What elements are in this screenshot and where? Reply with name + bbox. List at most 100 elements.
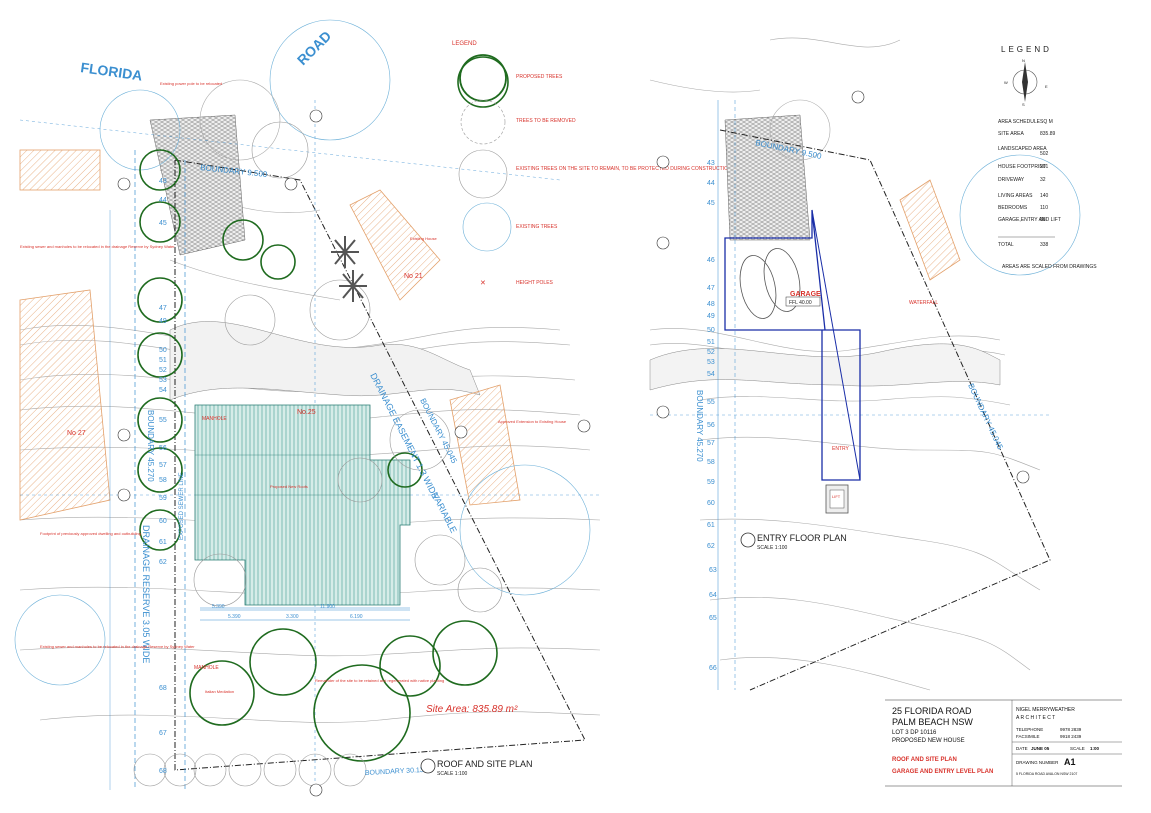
- svg-text:53: 53: [707, 359, 715, 366]
- svg-text:67: 67: [159, 730, 167, 737]
- entry-rock-band: [649, 343, 1001, 391]
- svg-text:55: 55: [707, 399, 715, 406]
- tb-fax: 9918 2439: [1060, 734, 1082, 739]
- svg-text:49: 49: [159, 318, 167, 325]
- svg-text:44: 44: [707, 180, 715, 187]
- neighbour-building-top-left: [19, 149, 101, 191]
- neighbour-house-no27: [19, 289, 111, 521]
- svg-text:43: 43: [707, 160, 715, 167]
- tb-scale-label: SCALE: [1070, 746, 1085, 751]
- drainage-reserve-label: DRAINAGE RESERVE 3.05 WIDE: [141, 525, 151, 663]
- manhole-label: MANHOLE: [202, 416, 227, 422]
- stone-driveway: [149, 114, 246, 256]
- svg-text:SITE AREA: SITE AREA: [998, 131, 1025, 137]
- svg-text:47: 47: [707, 285, 715, 292]
- svg-text:45: 45: [159, 220, 167, 227]
- area-note: AREAS ARE SCALED FROM DRAWINGS: [1002, 264, 1097, 270]
- svg-text:50: 50: [159, 347, 167, 354]
- garage-walls: [724, 209, 861, 481]
- svg-text:58: 58: [159, 477, 167, 484]
- variable-label: VARIABLE: [430, 491, 459, 534]
- svg-text:46: 46: [707, 257, 715, 264]
- sewer-note-bottom: Existing sewer and manholes to be reloca…: [40, 644, 195, 649]
- svg-text:61: 61: [159, 539, 167, 546]
- dim-3: 3.300: [286, 614, 299, 620]
- entry-plan-scale: SCALE 1:100: [757, 545, 788, 551]
- legend-height-pole-icon: ✕: [480, 280, 486, 287]
- tb-sheet-2: GARAGE AND ENTRY LEVEL PLAN: [892, 769, 993, 775]
- garage-level: FFL 40.00: [789, 300, 812, 306]
- svg-text:45: 45: [707, 200, 715, 207]
- svg-text:W: W: [1004, 80, 1008, 85]
- approved-ext-note: Approved Extension to Existing House: [498, 419, 567, 424]
- area-legend-title: LEGEND: [1001, 45, 1052, 54]
- section-markers: [117, 109, 591, 797]
- no27-label: No 27: [67, 430, 86, 437]
- svg-text:51: 51: [159, 357, 167, 364]
- no21-label: No 21: [404, 273, 423, 280]
- boundary-bottom-label: BOUNDARY 30.130: [365, 767, 428, 777]
- entry-neighbour-hatch: [899, 179, 961, 281]
- entry-boundary-left: BOUNDARY 45.270: [695, 390, 704, 462]
- svg-text:64: 64: [709, 592, 717, 599]
- svg-text:140: 140: [1040, 193, 1049, 199]
- svg-text:44: 44: [159, 197, 167, 204]
- tb-architect-1: NIGEL MERRYWEATHER: [1016, 707, 1075, 713]
- area-rows: SITE AREA 835.89 LANDSCAPED AREA 502 HOU…: [998, 131, 1061, 248]
- svg-text:62: 62: [159, 559, 167, 566]
- sewer-note-top: Existing sewer and manholes to be reloca…: [20, 244, 175, 249]
- svg-text:338: 338: [1040, 242, 1049, 248]
- svg-text:32: 32: [1040, 177, 1046, 183]
- svg-text:52: 52: [159, 367, 167, 374]
- tb-date: JUNE 05: [1031, 746, 1050, 751]
- svg-text:54: 54: [707, 371, 715, 378]
- street-florida: FLORIDA: [80, 59, 144, 84]
- tb-tel: 9978 2839: [1060, 727, 1082, 732]
- svg-text:54: 54: [159, 387, 167, 394]
- svg-text:55: 55: [159, 417, 167, 424]
- svg-text:49: 49: [707, 313, 715, 320]
- car-icons: [739, 248, 801, 319]
- svg-text:52: 52: [707, 349, 715, 356]
- svg-text:110: 110: [1040, 205, 1048, 211]
- tb-drawing: A1: [1064, 757, 1076, 767]
- neighbour-house-no21: [349, 189, 441, 301]
- svg-text:58: 58: [707, 459, 715, 466]
- boundary-left-label: BOUNDARY 45.270: [146, 410, 155, 482]
- tb-address-2: PALM BEACH NSW: [892, 717, 973, 727]
- svg-text:57: 57: [707, 440, 715, 447]
- legend-height-poles: HEIGHT POLES: [516, 280, 554, 286]
- tree-legend: LEGEND PROPOSED TREES TREES TO BE REMOVE…: [452, 41, 732, 287]
- svg-text:57: 57: [159, 462, 167, 469]
- svg-text:62: 62: [707, 543, 715, 550]
- legend-removed: TREES TO BE REMOVED: [516, 118, 576, 124]
- proposed-trees: [137, 56, 509, 762]
- entry-section-markers: [656, 90, 1030, 484]
- tb-footer: 5 FLORIDA ROAD AVALON NSW 2107: [1016, 772, 1077, 776]
- svg-text:201: 201: [1040, 164, 1049, 170]
- dim-1: 5.390: [212, 604, 225, 610]
- no25-label: No.25: [297, 409, 316, 416]
- site-level-numbers: 43 44 45 47 49 50 51 52 53 54 55 56 57 5…: [159, 178, 167, 775]
- svg-text:56: 56: [707, 422, 715, 429]
- legend-proposed-tree-icon: [459, 54, 507, 102]
- tb-tel-label: TELEPHONE: [1016, 727, 1043, 732]
- entry-level-numbers: 43 44 45 46 47 48 49 50 51 52 53 54 55 5…: [707, 160, 717, 672]
- svg-text:835.89: 835.89: [1040, 131, 1056, 137]
- svg-text:66: 66: [709, 665, 717, 672]
- area-header-unit: SQ M: [1040, 119, 1053, 125]
- north-arrow-icon: N W E S: [1004, 58, 1048, 107]
- waterfall-label: WATERFALL: [909, 300, 938, 306]
- svg-text:59: 59: [159, 495, 167, 502]
- svg-text:65: 65: [709, 615, 717, 622]
- svg-text:N: N: [1022, 58, 1025, 63]
- existing-house-note: Existing House: [410, 236, 437, 241]
- svg-text:43: 43: [159, 178, 167, 185]
- power-note: Existing power pole to be relocated: [160, 81, 222, 86]
- entry-title-marker: [740, 532, 756, 548]
- svg-text:TOTAL: TOTAL: [998, 242, 1014, 248]
- native-note: Remainder of the site to be retained and…: [315, 678, 444, 683]
- manhole-label-bottom: MANHOLE: [194, 665, 219, 671]
- proposed-roof: [194, 404, 411, 606]
